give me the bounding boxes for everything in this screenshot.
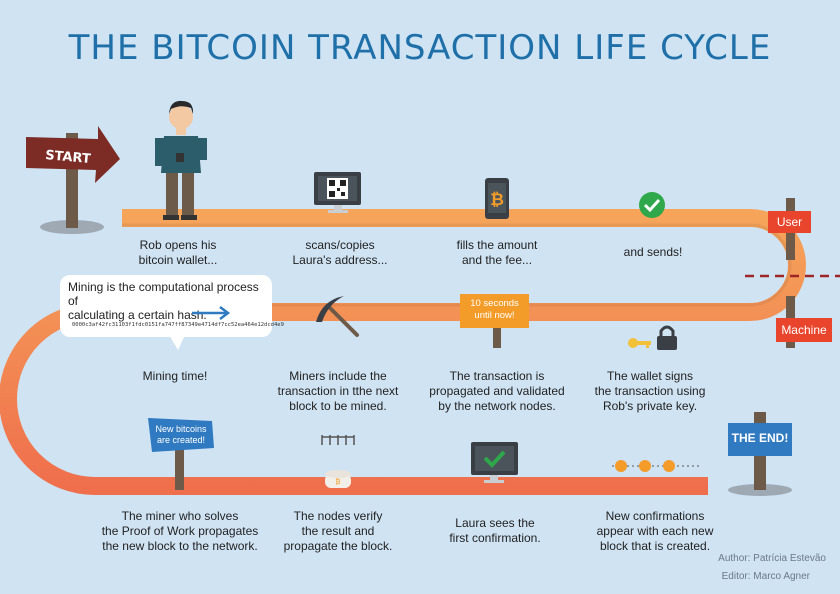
- monitor-check-icon: [471, 442, 518, 483]
- step-caption-verify: The nodes verify the result and propagat…: [283, 509, 393, 553]
- step-caption-more-confirmations: New confirmations appear with each new b…: [596, 509, 714, 553]
- arrow-icon: [192, 306, 231, 320]
- machine-sign: [776, 296, 832, 348]
- bitcoin-phone-icon: ₿: [485, 178, 509, 219]
- svg-text:₿: ₿: [335, 478, 340, 486]
- svg-text:₿: ₿: [490, 190, 504, 210]
- pickaxe-icon: [316, 296, 359, 337]
- timer-sign: [460, 294, 529, 348]
- step-caption-mining: Mining time!: [142, 369, 208, 383]
- key-icon: [628, 338, 651, 348]
- page-title: THE BITCOIN TRANSACTION LIFE CYCLE: [68, 28, 772, 68]
- editor-credit: Editor: Marco Agner: [721, 571, 810, 582]
- mining-definition: Mining is the computational process of c…: [68, 280, 259, 322]
- bubble-tail: [168, 333, 186, 350]
- start-sign: [26, 126, 120, 234]
- check-icon: [639, 192, 665, 218]
- step-caption-scan-address: scans/copies Laura's address...: [292, 238, 388, 267]
- end-sign: [728, 412, 792, 496]
- node-icon: ₿: [321, 435, 355, 488]
- author-credit: Author: Patrícia Estevão: [718, 553, 826, 564]
- qr-monitor-icon: [314, 172, 361, 213]
- step-caption-first-confirmation: Laura sees the first confirmation.: [449, 516, 541, 545]
- mining-speech-bubble: Mining is the computational process of c…: [60, 275, 284, 337]
- user-sign-label: User: [776, 215, 803, 229]
- hash-value: 0000c3af42fc31103f1fdc0151fa747ff87349e4…: [72, 322, 284, 328]
- step-caption-send: and sends!: [623, 245, 683, 259]
- user-sign: [768, 198, 811, 260]
- bitcoin-chain-icon: [612, 460, 700, 472]
- step-caption-sign: The wallet signs the transaction using R…: [594, 369, 706, 413]
- timeline-road-shadow: [95, 223, 792, 307]
- step-caption-fill-amount: fills the amount and the fee...: [456, 238, 538, 267]
- end-sign-label: THE END!: [731, 431, 789, 445]
- timer-sign-label: 10 seconds until now!: [470, 298, 519, 321]
- step-caption-open-wallet: Rob opens his bitcoin wallet...: [138, 238, 218, 267]
- new-bitcoins-sign-label: New bitcoins are created!: [155, 424, 207, 445]
- new-bitcoins-sign: [148, 418, 214, 490]
- lock-icon: [657, 325, 677, 350]
- machine-sign-label: Machine: [781, 323, 827, 337]
- person-icon: [155, 100, 207, 220]
- step-caption-include: Miners include the transaction in tthe n…: [277, 369, 399, 413]
- step-caption-propagate: The transaction is propagated and valida…: [429, 369, 565, 413]
- step-caption-proof-of-work: The miner who solves the Proof of Work p…: [101, 509, 259, 553]
